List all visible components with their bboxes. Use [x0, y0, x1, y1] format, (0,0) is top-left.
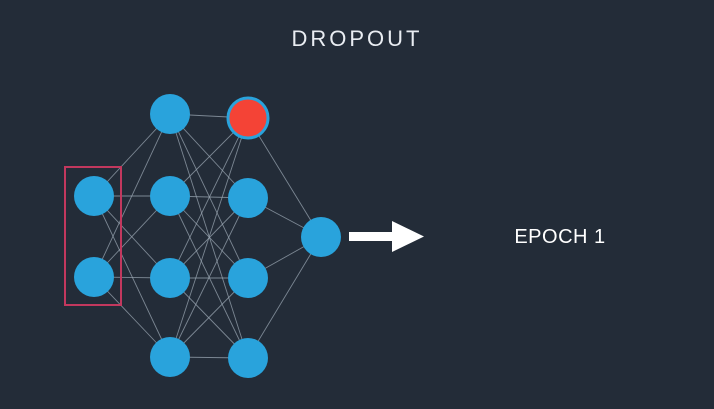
node-layer3-3 [228, 258, 268, 298]
edge-l2-0-to-0 [247, 117, 322, 238]
node-layer1-2 [74, 257, 114, 297]
node-layer2-2 [150, 176, 190, 216]
edge-l2-3-to-0 [247, 236, 322, 359]
network-edges [93, 113, 322, 359]
edge-l1-3-to-0 [169, 117, 249, 358]
output-arrow-icon [349, 221, 424, 252]
node-layer4-1 [301, 217, 341, 257]
edge-l1-0-to-3 [169, 113, 249, 359]
dropped-node-layer3-1 [226, 96, 270, 140]
diagram-title: DROPOUT [291, 26, 423, 51]
network-nodes [74, 94, 341, 378]
edge-l1-0-to-2 [169, 113, 249, 279]
node-layer1-1 [74, 176, 114, 216]
edge-l1-3-to-1 [169, 197, 249, 358]
epoch-label: EPOCH 1 [514, 226, 606, 248]
edge-l1-2-to-0 [169, 117, 249, 279]
node-layer3-2 [228, 178, 268, 218]
edge-l0-1-to-0 [93, 113, 171, 278]
node-layer2-1 [150, 94, 190, 134]
edge-l0-0-to-3 [93, 195, 171, 358]
node-layer3-4 [228, 338, 268, 378]
input-layer-highlight-box [64, 166, 122, 306]
node-layer2-3 [150, 258, 190, 298]
node-layer2-4 [150, 337, 190, 377]
